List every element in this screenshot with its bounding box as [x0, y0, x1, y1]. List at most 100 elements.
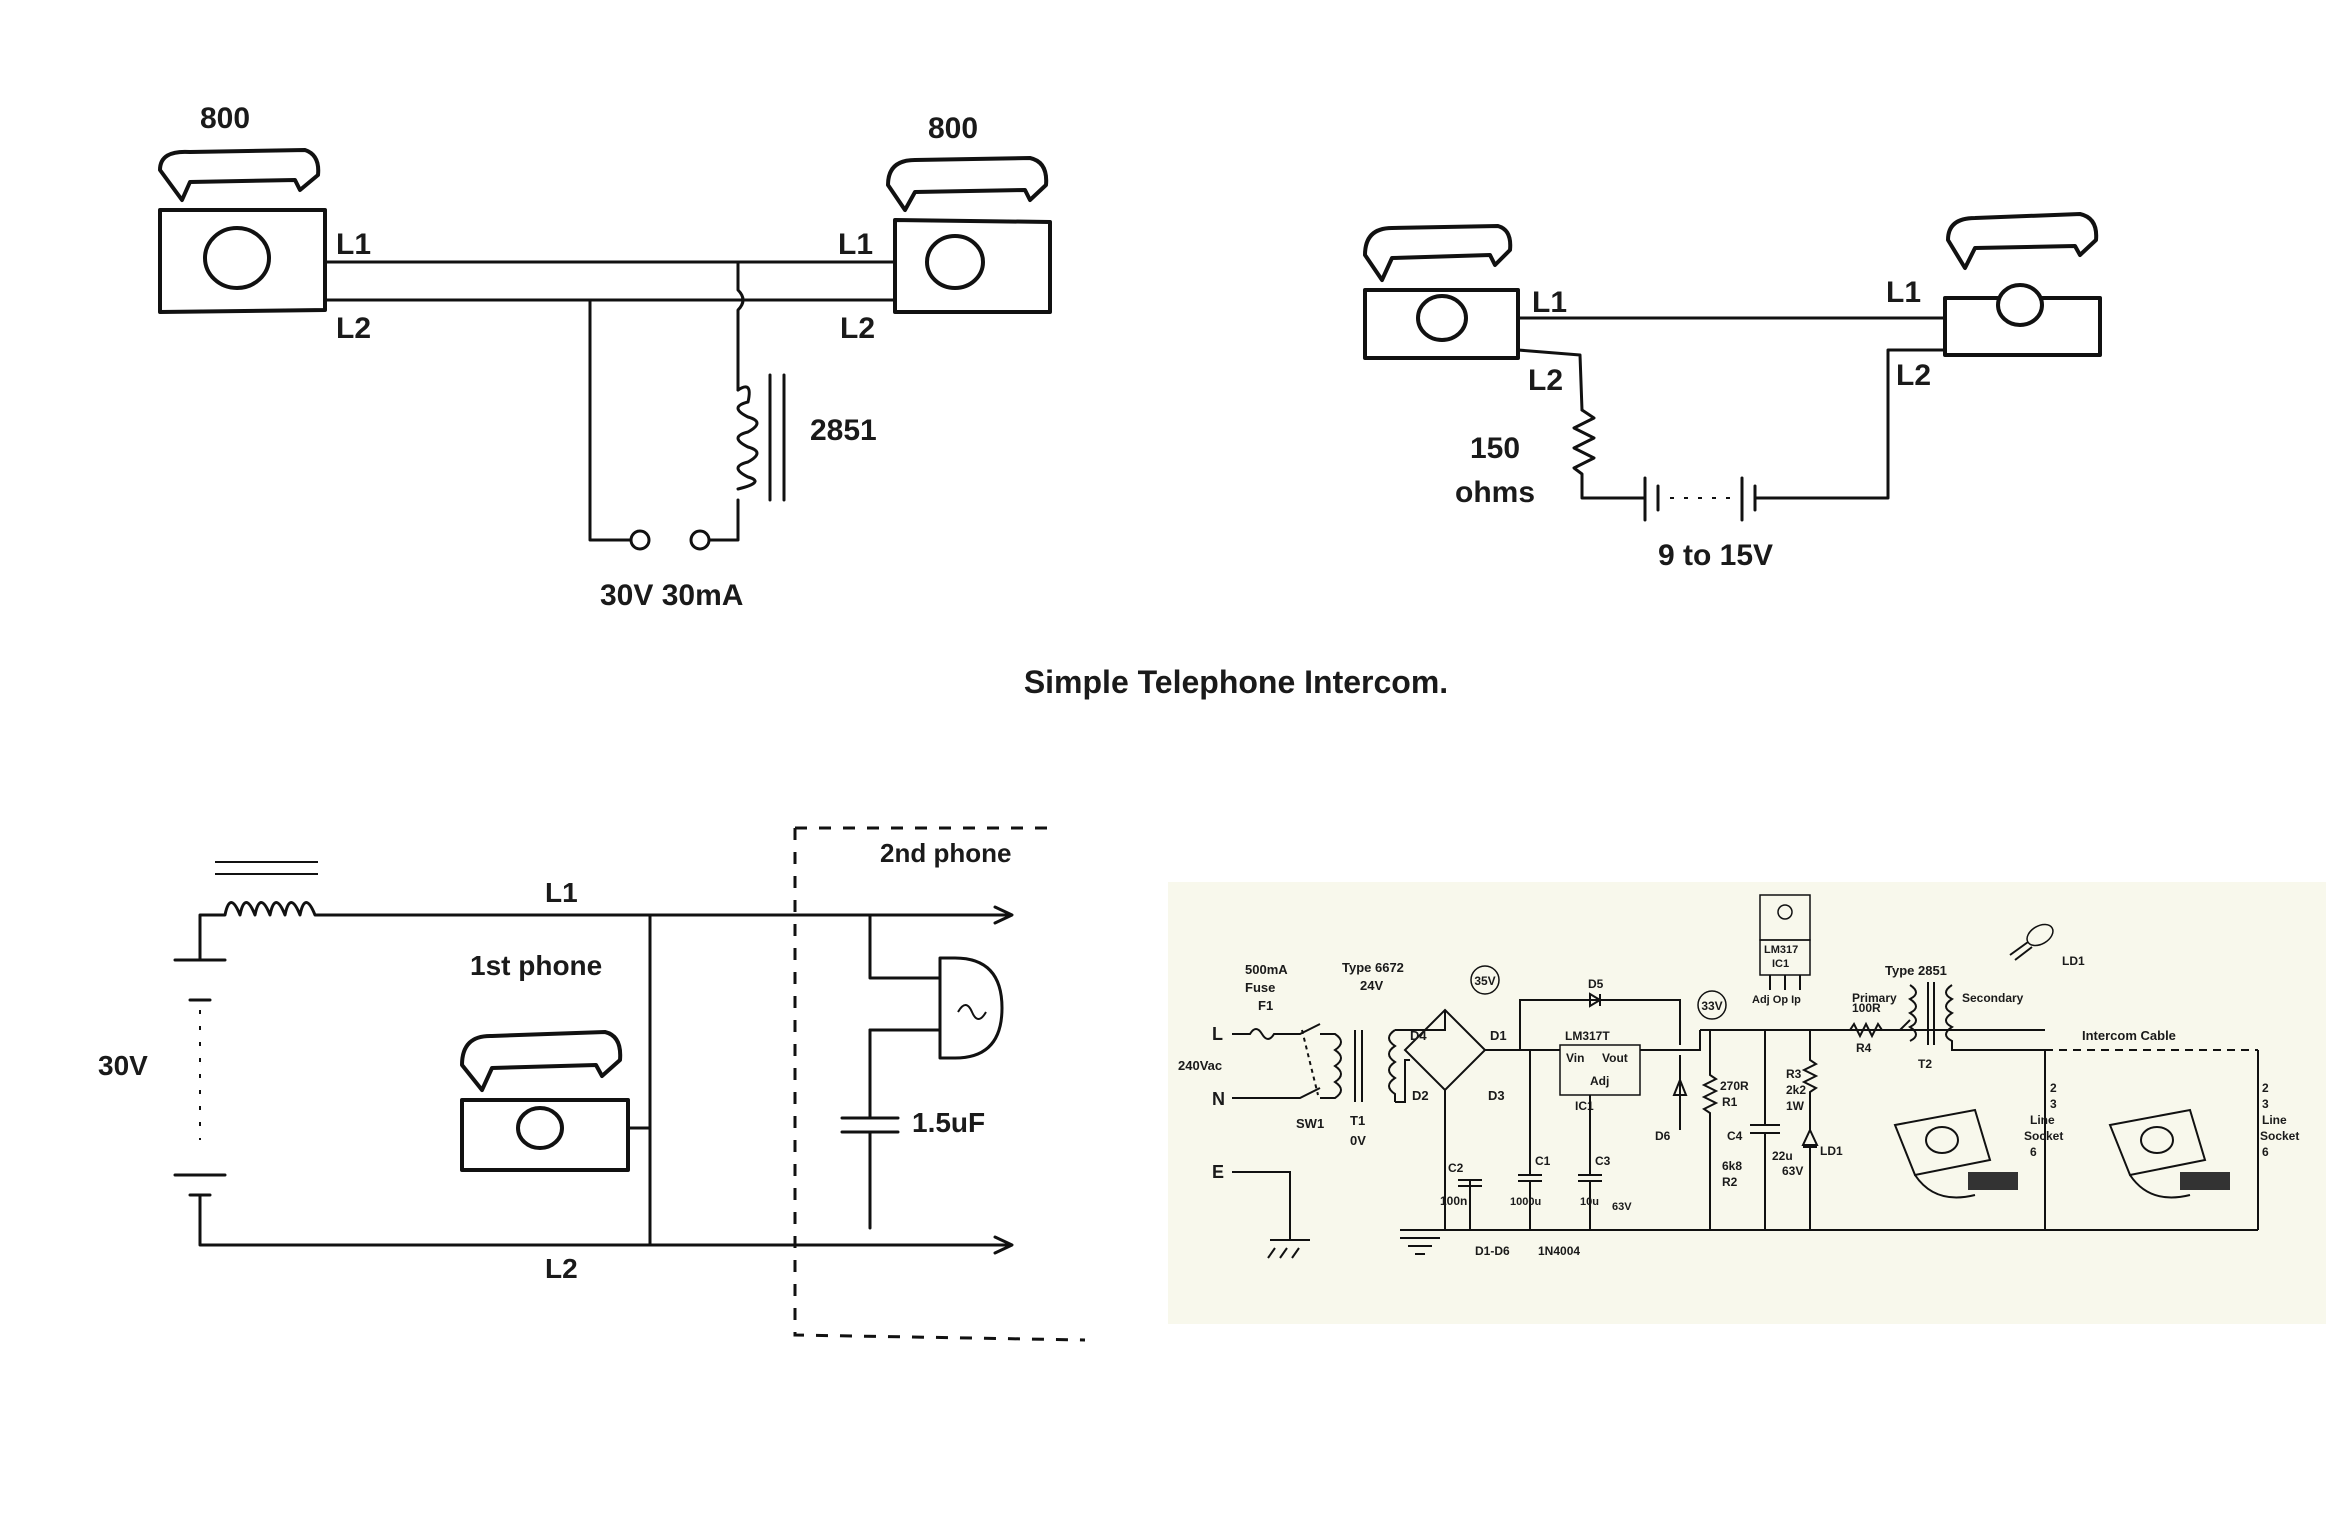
- socket2-line: Line: [2262, 1113, 2287, 1127]
- zero-volt: 0V: [1350, 1133, 1366, 1148]
- diode-d6-icon: [1672, 1055, 1688, 1130]
- socket-plug-1: [1968, 1172, 2018, 1190]
- t1-primary: [1320, 1033, 1342, 1099]
- fuse-word: Fuse: [1245, 980, 1275, 995]
- diodes-note: D1-D6: [1475, 1244, 1510, 1258]
- phone-cord-2: [2129, 1174, 2191, 1199]
- transformer-type: Type 6672: [1342, 960, 1404, 975]
- telephone-icon-left: [1363, 224, 1520, 360]
- r3-watt: 1W: [1786, 1099, 1805, 1113]
- terminal-e: E: [1212, 1162, 1224, 1182]
- regulator-ic1: [1559, 1044, 1641, 1096]
- led-icon: [2009, 923, 2054, 961]
- regulator-name: LM317T: [1565, 1029, 1610, 1043]
- resistor-r3: [1801, 1030, 1819, 1130]
- telephone-icon-right: [1943, 212, 2102, 357]
- switch-link: [1301, 1029, 1319, 1096]
- telephone-icon-station-2: [2108, 1108, 2230, 1199]
- c2-value: 100n: [1440, 1194, 1467, 1208]
- schematic-panel: [1168, 882, 2326, 1324]
- arrow-l2: [993, 1235, 1014, 1255]
- capacitor-c4: [1750, 1030, 1780, 1230]
- regulator-io: [1520, 1030, 1701, 1051]
- supply-terminal-left: [629, 529, 651, 551]
- c2-ref: C2: [1448, 1161, 1464, 1175]
- c4-ref: C4: [1727, 1129, 1743, 1143]
- mains-label: 240Vac: [1178, 1058, 1222, 1073]
- earth-icon: [1267, 1239, 1310, 1259]
- switch-ref: SW1: [1296, 1116, 1324, 1131]
- cable-label: Intercom Cable: [2082, 1028, 2176, 1043]
- phone-left-rating: 800: [200, 102, 250, 135]
- regulator-vin: Vin: [1566, 1051, 1584, 1065]
- package-pin-labels: Adj Op Ip: [1752, 994, 1801, 1006]
- resistor-r1-r2: [1701, 1030, 1719, 1230]
- bell-symbol: [957, 1004, 987, 1020]
- diagram-inductor-bell-circuit: 30V L1 L2 1st phone 2nd phone 1.5uF: [98, 826, 1086, 1342]
- diode-d6: D6: [1655, 1129, 1671, 1143]
- test-point-35v: [1470, 965, 1500, 995]
- t2-secondary: Secondary: [1962, 991, 2024, 1005]
- regulator-adj: Adj: [1590, 1074, 1609, 1088]
- package-name: LM317: [1764, 944, 1798, 956]
- ld1-top-label: LD1: [2062, 954, 2085, 968]
- first-phone-label: 1st phone: [470, 950, 602, 981]
- c4-volt: 63V: [1782, 1164, 1803, 1178]
- diode-d3: D3: [1488, 1088, 1505, 1103]
- diode-d5-icon: [1589, 992, 1602, 1008]
- t1-secondary: [1388, 1029, 1397, 1102]
- bridge-feeds: [1395, 1010, 1446, 1103]
- test-point-33v: [1697, 990, 1727, 1020]
- arrow-l1: [993, 905, 1014, 925]
- supply-terminal-right: [689, 529, 711, 551]
- l2-left-label: L2: [1528, 364, 1563, 397]
- capacitor-c3: [1578, 1095, 1602, 1230]
- phone-cord-1: [1914, 1174, 1976, 1199]
- l2-label: L2: [545, 1253, 578, 1284]
- coil-lead-top: [736, 260, 745, 392]
- socket2-pin2: 2: [2262, 1081, 2269, 1095]
- earth-lead: [1232, 1171, 1291, 1240]
- l2-right-label: L2: [840, 312, 875, 345]
- regulator-ref: IC1: [1575, 1099, 1594, 1113]
- battery-label: 9 to 15V: [1658, 539, 1773, 572]
- package-ic: IC1: [1772, 958, 1789, 970]
- resistor-unit: ohms: [1455, 476, 1535, 509]
- t2-ref: T2: [1918, 1057, 1932, 1071]
- l2-right-label: L2: [1896, 359, 1931, 392]
- coil-lead-bottom: [707, 498, 740, 542]
- l2-left-wire: [1516, 348, 1584, 412]
- cap-voltage: 63V: [1612, 1201, 1632, 1213]
- transformer-label: 2851: [810, 414, 877, 447]
- socket1-pin2: 2: [2050, 1081, 2057, 1095]
- r1-value: 270R: [1720, 1079, 1749, 1093]
- bell-icon: [938, 956, 1004, 1060]
- second-phone-label: 2nd phone: [880, 838, 1011, 868]
- package-pins: [1769, 975, 1801, 990]
- fuse-rating: 500mA: [1245, 962, 1288, 977]
- l2-left-label: L2: [336, 312, 371, 345]
- package-hole: [1777, 904, 1793, 920]
- telephone-icon-first-phone: [460, 1030, 630, 1172]
- capacitor-c1: [1518, 1050, 1542, 1230]
- r4-ref: R4: [1856, 1041, 1872, 1055]
- diode-d2: D2: [1412, 1088, 1429, 1103]
- fuse-and-switch-l: [1232, 1023, 1321, 1040]
- telephone-icon-left: [158, 148, 327, 314]
- diagram-powered-intercom-schematic: 500mA Fuse F1 Type 6672 24V L 240Vac N E…: [1168, 882, 2326, 1324]
- v33-label: 33V: [1701, 999, 1722, 1013]
- ld1-ref: LD1: [1820, 1144, 1843, 1158]
- resistor-150-ohm: [1572, 408, 1647, 500]
- l1-label: L1: [545, 877, 578, 908]
- bell-lead-top: [868, 913, 942, 980]
- socket2-socket: Socket: [2260, 1129, 2299, 1143]
- regulator-vout: Vout: [1602, 1051, 1628, 1065]
- capacitor-c2: [1458, 1179, 1482, 1230]
- fuse-ref: F1: [1258, 998, 1273, 1013]
- led-ld1-icon: [1801, 1127, 1819, 1230]
- r1-ref: R1: [1722, 1095, 1738, 1109]
- t1-ref: T1: [1350, 1113, 1365, 1128]
- diode-d4: D4: [1410, 1028, 1427, 1043]
- r3-ref: R3: [1786, 1067, 1802, 1081]
